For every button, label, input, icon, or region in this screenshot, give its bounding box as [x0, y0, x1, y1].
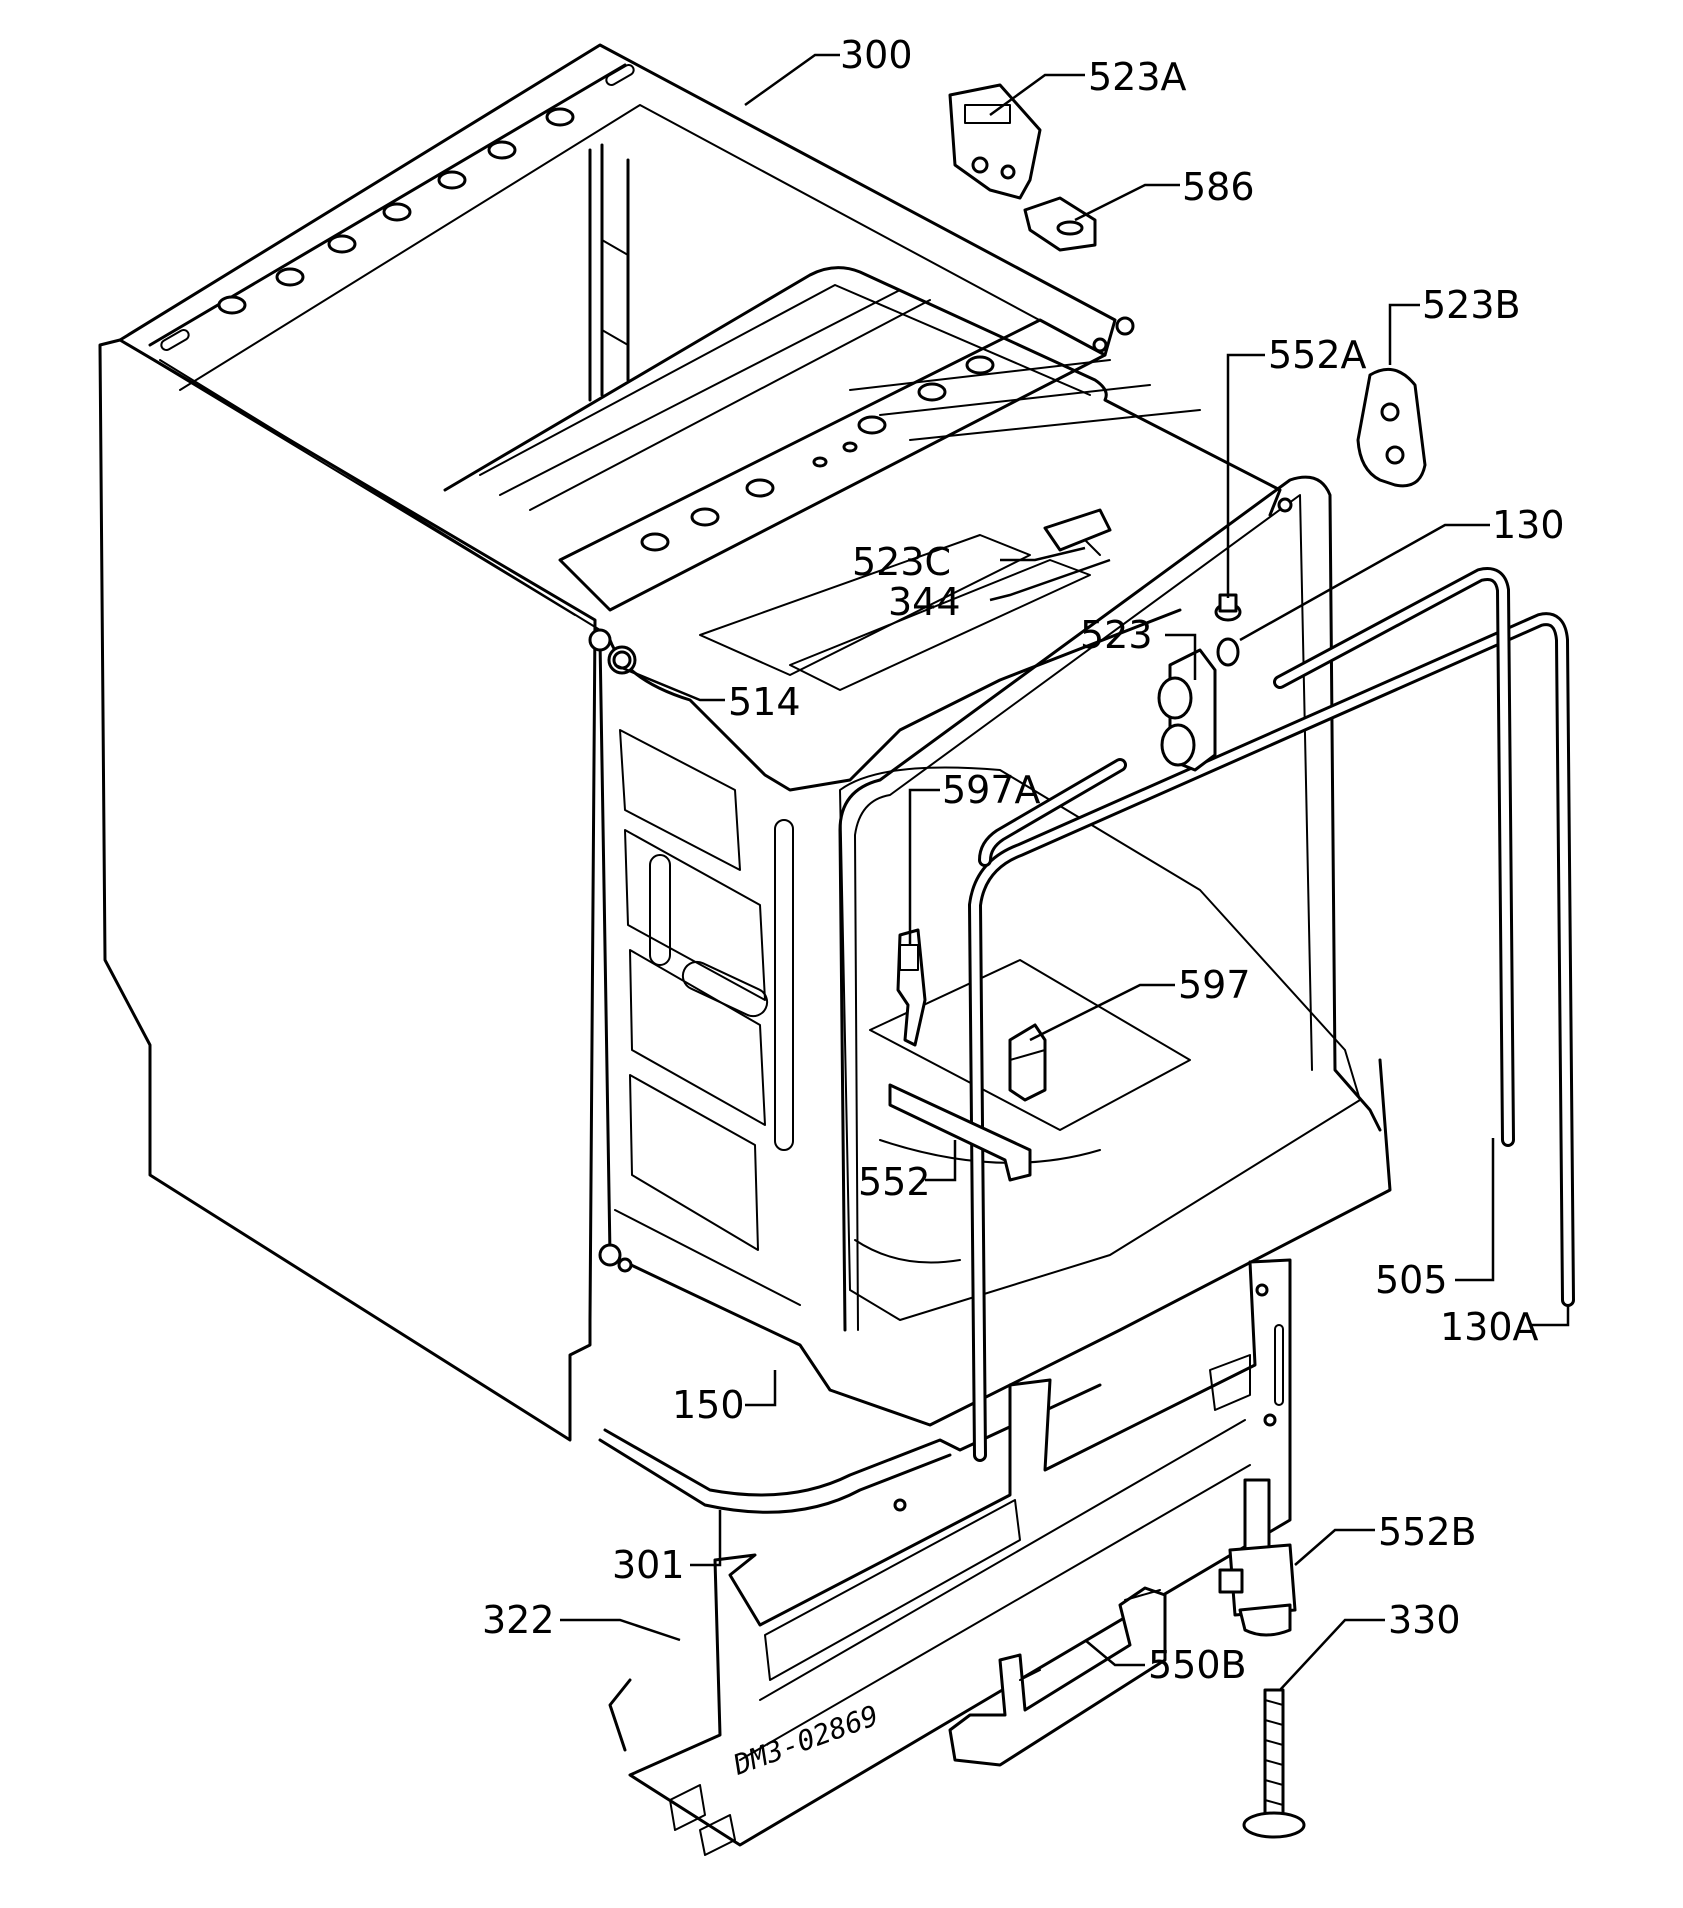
adjustable-foot-552B — [1218, 1478, 1297, 1637]
label-505: 505 — [1375, 1258, 1448, 1302]
label-552A: 552A — [1268, 333, 1367, 377]
screw-552A — [1214, 593, 1242, 622]
label-586: 586 — [1182, 165, 1255, 209]
hinge-523 — [1157, 648, 1217, 772]
rail-552 — [888, 1083, 1032, 1182]
base-frame-322 — [608, 1258, 1292, 1856]
label-523A: 523A — [1088, 55, 1187, 99]
label-130: 130 — [1492, 503, 1565, 547]
clip-523C — [1043, 508, 1112, 556]
label-597: 597 — [1178, 963, 1251, 1007]
bracket-523A — [948, 83, 1042, 200]
label-344: 344 — [888, 580, 961, 624]
label-550B: 550B — [1148, 1643, 1247, 1687]
label-330: 330 — [1388, 1598, 1461, 1642]
upper-seal-130 — [1273, 567, 1515, 1147]
label-552: 552 — [858, 1160, 931, 1204]
rail-550B — [948, 1586, 1167, 1767]
cabinet-frame-300 — [98, 43, 1117, 1442]
label-523: 523 — [1080, 613, 1153, 657]
label-597A: 597A — [942, 768, 1041, 812]
label-150: 150 — [672, 1383, 745, 1427]
leader-lines — [560, 53, 1570, 1691]
label-523C: 523C — [852, 540, 951, 584]
screw-330 — [1242, 1688, 1306, 1839]
door-gasket-130A — [968, 612, 1575, 1462]
label-552B: 552B — [1378, 1510, 1477, 1554]
label-523B: 523B — [1422, 283, 1521, 327]
washer-130 — [1216, 637, 1240, 667]
side-seal-597A — [978, 758, 1127, 867]
bracket-523B — [1356, 367, 1427, 488]
label-130A: 130A — [1440, 1305, 1539, 1349]
label-514: 514 — [728, 680, 801, 724]
tub-150 — [443, 266, 1392, 1427]
clip-586 — [1023, 196, 1097, 252]
clip-597A — [896, 928, 927, 1047]
base-seal-301 — [598, 1383, 1102, 1514]
clip-597 — [1008, 1023, 1047, 1102]
label-301: 301 — [612, 1543, 685, 1587]
label-322: 322 — [482, 1598, 555, 1642]
label-300: 300 — [840, 33, 913, 77]
